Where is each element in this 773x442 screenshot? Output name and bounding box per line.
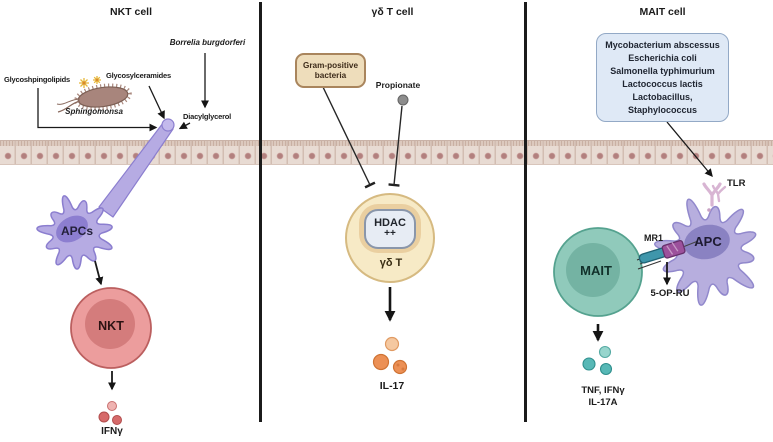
apc-dendrite <box>98 118 175 218</box>
diacylglycerol-arrow <box>178 121 191 130</box>
bacteria-item: Salmonella typhimurium <box>610 65 715 76</box>
panel-divider-left <box>259 2 262 422</box>
bacteria-item: Escherichia coli <box>628 52 697 63</box>
diacylglycerol-label: Diacylglycerol <box>183 112 232 121</box>
borrelia-label: Borrelia burgdorferi <box>169 38 246 47</box>
gdt-cell-label: γδ T <box>379 257 403 269</box>
mr1-receptor-icon <box>638 240 686 264</box>
flagellum-icon <box>57 100 81 113</box>
ifng-cytokine-dots <box>98 401 122 425</box>
gdt-cell <box>345 193 435 283</box>
panel-divider-right <box>524 2 527 422</box>
nkt-cell-label: NKT <box>98 319 124 333</box>
bacteria-item: Mycobacterium abscessus <box>605 39 720 50</box>
nkt-panel-artwork <box>36 53 210 425</box>
gram-positive-inhibit-line <box>321 84 376 189</box>
mait-cytokines-label-2: IL-17A <box>588 397 618 408</box>
nkt-panel-title: NKT cell <box>109 6 152 18</box>
bacteria-item: Staphylococcus <box>627 104 698 115</box>
propionate-inhibit-line <box>388 105 403 187</box>
mr1-label: MR1 <box>644 233 664 243</box>
propionate-molecule-icon <box>397 94 409 106</box>
glycosylceramides-label: Glycosylceramides <box>106 71 171 80</box>
mait-cytokine-dots <box>582 345 613 376</box>
glycosphingolipids-label: Glycoshpingolipids <box>4 75 70 84</box>
apc-nucleus <box>56 215 88 243</box>
mait-cell <box>553 227 643 317</box>
bacteria-item: Lactobacillus, <box>632 91 693 102</box>
apc-to-nkt-arrow <box>94 260 104 286</box>
sparkle-icon <box>79 76 101 88</box>
bacteria-to-tlr-arrow <box>666 121 713 178</box>
tlr-receptor-icon <box>702 182 727 207</box>
apcs-label: APCs <box>60 224 93 238</box>
ifng-label: IFNγ <box>101 426 123 437</box>
hdac-label-group: HDAC ++ <box>365 210 415 248</box>
mait-panel-artwork <box>553 121 757 376</box>
sphingomonas-bacterium-icon <box>56 76 132 113</box>
hdac-box-shape <box>364 209 416 249</box>
mait-panel-title: MAIT cell <box>639 6 686 18</box>
glycosylceramides-arrow <box>148 85 165 120</box>
mait-apc-nucleus <box>684 224 730 260</box>
nkt-cell <box>70 287 152 369</box>
il17-cytokine-dots <box>372 336 408 375</box>
glycosphingolipids-arrow <box>37 88 158 132</box>
gram-positive-box: Gram-positive bacteria <box>295 53 366 88</box>
propionate-label: Propionate <box>375 80 421 90</box>
gdt-panel-title: γδ T cell <box>371 6 414 18</box>
mait-cell-label: MAIT <box>580 263 612 278</box>
il17-label: IL-17 <box>379 380 405 392</box>
flagellum-icon <box>56 98 81 105</box>
sphingomonas-label: Sphingomonsa <box>65 107 123 116</box>
mait-cytokines-label-1: TNF, IFNγ <box>581 385 625 396</box>
hdac-plus-label: ++ <box>384 228 396 240</box>
tlr-dot <box>707 208 711 212</box>
bacteria-item: Lactococcus lactis <box>622 78 703 89</box>
mait-apc-label: APC <box>694 234 722 249</box>
epithelial-barrier <box>0 140 773 165</box>
gdt-panel-artwork <box>321 84 435 375</box>
hdac-label: HDAC <box>374 217 406 230</box>
ligand-5opru-label: 5-OP-RU <box>650 288 690 299</box>
mait-bacteria-box: Mycobacterium abscessus Escherichia coli… <box>596 33 729 122</box>
tlr-label: TLR <box>727 178 746 189</box>
